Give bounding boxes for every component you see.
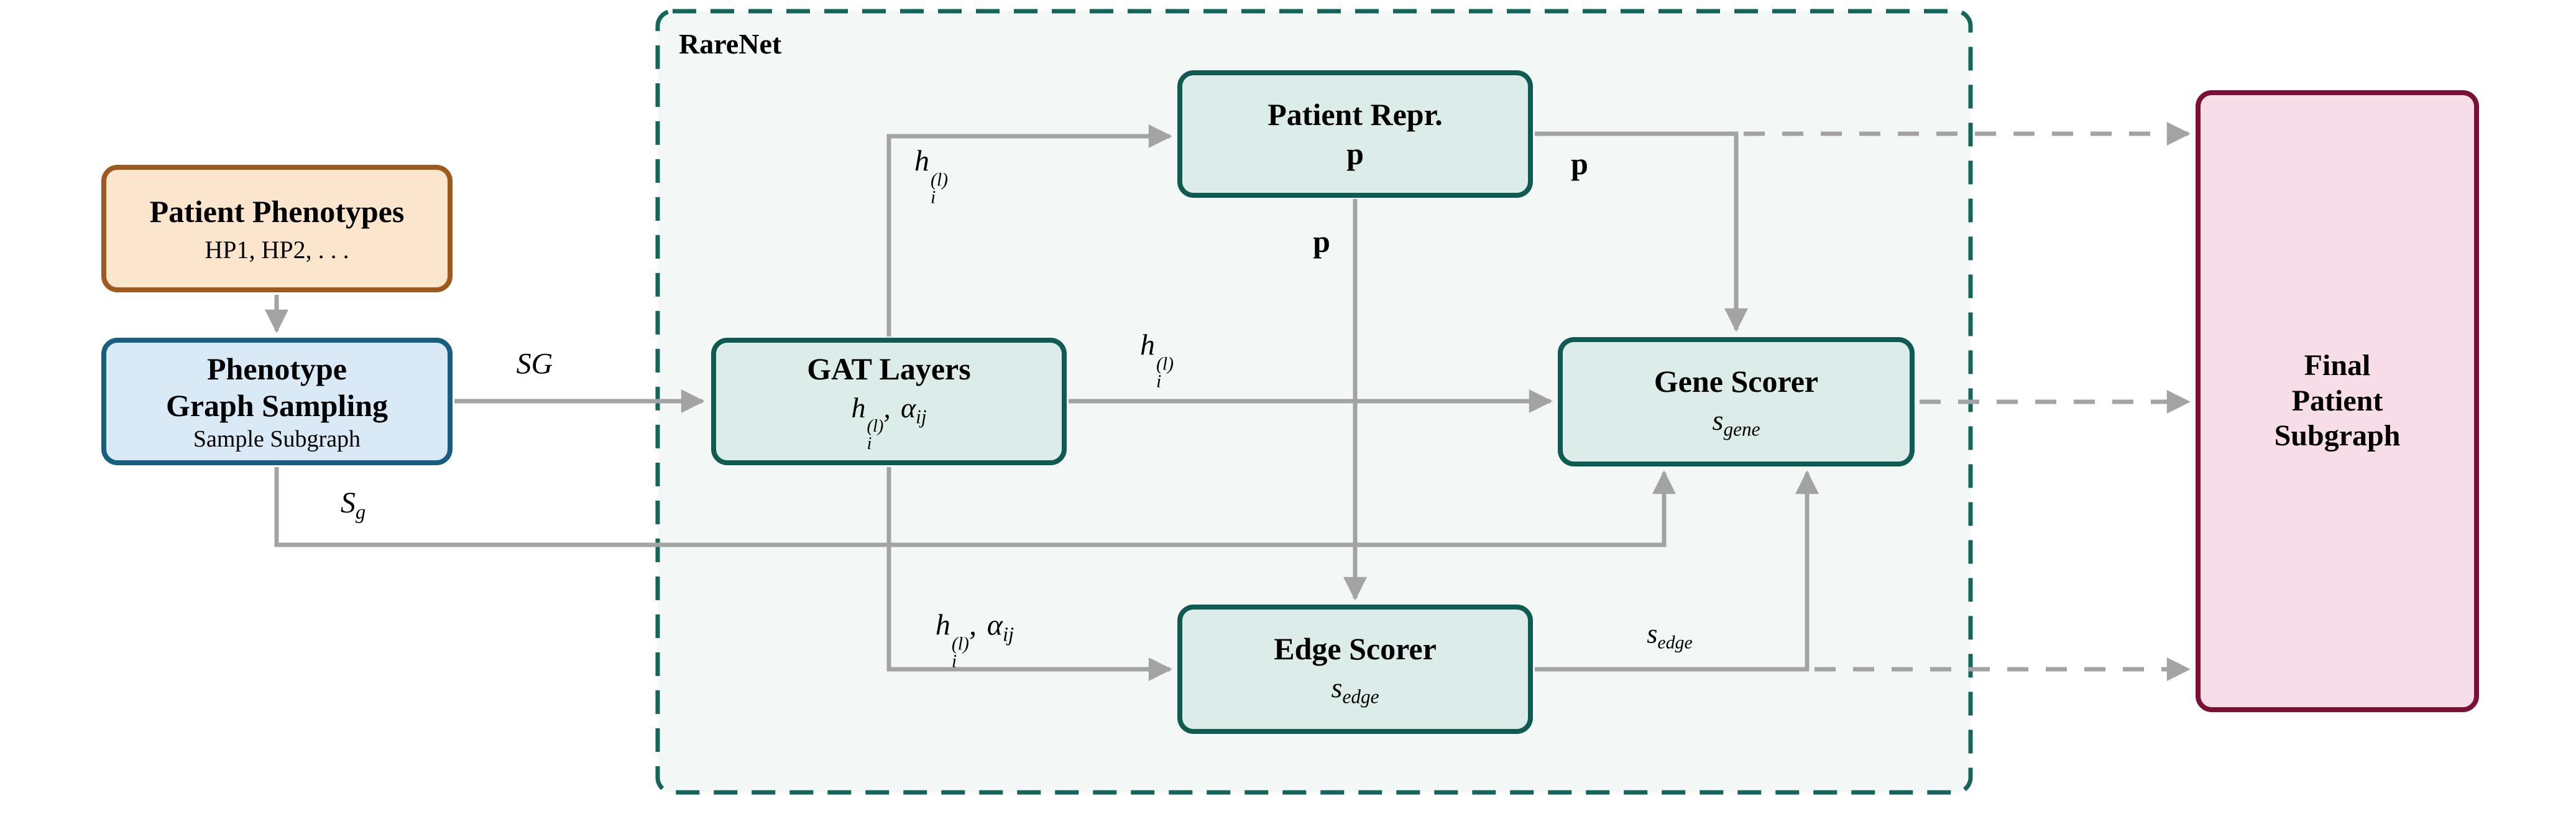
- gene-scorer-box: Gene Scorer sgene: [1558, 337, 1915, 466]
- label-h-sub: i: [1156, 371, 1162, 392]
- patient-phenotypes-subtitle: HP1, HP2, . . .: [205, 235, 349, 264]
- label-sg: SG: [516, 347, 553, 381]
- label-h-sup: (l): [951, 633, 969, 654]
- label-s-edge-base: s: [1647, 618, 1658, 649]
- gene-scorer-title: Gene Scorer: [1654, 363, 1819, 399]
- math-h-sup: (l): [867, 417, 884, 437]
- arrow-sampling-to-gene-scorer: [274, 467, 1676, 547]
- label-h-supsub: (l)i: [951, 633, 969, 672]
- label-h-sub: i: [930, 187, 936, 208]
- rarenet-title: RareNet: [679, 28, 782, 60]
- sampling-subtitle: Sample Subgraph: [193, 425, 361, 452]
- label-h-supsub: (l)i: [930, 169, 949, 208]
- label-s-g-sub: g: [355, 501, 366, 524]
- math-h-supsub: (l)i: [867, 417, 884, 453]
- label-h-sup: (l): [1156, 353, 1174, 374]
- arrow-gat-to-edge-scorer: [886, 467, 1172, 681]
- patient-phenotypes-title: Patient Phenotypes: [149, 193, 405, 229]
- sampling-title-line1: Phenotype: [207, 351, 347, 386]
- gat-layers-box: GAT Layers h(l)i, αij: [711, 338, 1067, 465]
- final-title-line3: Subgraph: [2274, 419, 2401, 453]
- final-title-line1: Final: [2304, 349, 2371, 383]
- gat-layers-title: GAT Layers: [807, 351, 971, 387]
- arrow-patient-repr-to-gene-scorer: [1535, 131, 1748, 332]
- sampling-title-line2: Graph Sampling: [165, 387, 389, 423]
- phenotype-graph-sampling-box: Phenotype Graph Sampling Sample Subgraph: [101, 338, 453, 465]
- arrow-gat-to-patient-repr: [886, 124, 1172, 336]
- label-alpha-sub: ij: [1002, 623, 1014, 646]
- gat-layers-math: h(l)i, αij: [851, 391, 926, 452]
- label-h-base: h: [1139, 328, 1155, 362]
- patient-phenotypes-box: Patient Phenotypes HP1, HP2, . . .: [101, 165, 453, 292]
- label-p-vertical: p: [1313, 224, 1330, 259]
- math-s-sub: gene: [1723, 418, 1760, 440]
- label-h-supsub: (l)i: [1156, 353, 1174, 392]
- math-s-base: s: [1712, 404, 1724, 436]
- patient-repr-box: Patient Repr. p: [1177, 70, 1533, 198]
- final-patient-subgraph-box: Final Patient Subgraph: [2196, 90, 2479, 712]
- math-separator: ,: [883, 392, 898, 424]
- label-h-base: h: [914, 144, 929, 178]
- label-h-base: h: [935, 608, 950, 642]
- label-s-g: Sg: [341, 486, 366, 524]
- patient-repr-title: Patient Repr.: [1267, 97, 1443, 132]
- math-h-base: h: [851, 392, 866, 424]
- math-s-base: s: [1331, 671, 1343, 703]
- arrow-edge-scorer-to-gene-scorer: [1535, 470, 1819, 672]
- final-title-line2: Patient: [2291, 384, 2383, 417]
- patient-repr-vector: p: [1346, 136, 1364, 171]
- edge-scorer-math: sedge: [1332, 671, 1379, 708]
- edge-scorer-title: Edge Scorer: [1274, 631, 1437, 666]
- gene-scorer-math: sgene: [1713, 404, 1760, 440]
- label-separator: ,: [968, 608, 984, 642]
- label-p-horizontal: p: [1571, 146, 1588, 181]
- edge-scorer-box: Edge Scorer sedge: [1177, 605, 1533, 734]
- math-h-sub: i: [867, 434, 872, 453]
- label-h-sup: (l): [930, 169, 949, 190]
- label-h-top: h(l)i: [914, 144, 948, 207]
- label-s-edge: sedge: [1647, 618, 1693, 654]
- label-s-g-base: S: [340, 486, 356, 520]
- label-h-mid: h(l)i: [1140, 328, 1174, 391]
- label-h-alpha: h(l)i, αij: [936, 608, 1014, 671]
- math-alpha-sub: ij: [916, 406, 927, 428]
- math-alpha-base: α: [900, 392, 916, 424]
- label-alpha-base: α: [987, 608, 1003, 642]
- label-h-sub: i: [951, 651, 957, 672]
- math-s-sub: edge: [1342, 685, 1379, 708]
- label-s-edge-sub: edge: [1657, 632, 1693, 653]
